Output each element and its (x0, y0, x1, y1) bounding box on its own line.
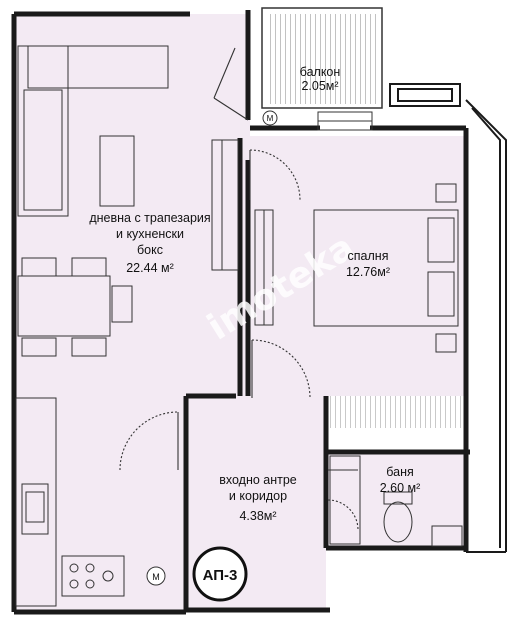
stove (61, 555, 125, 597)
hall-label: входно антре и коридор 4.38м² (219, 473, 297, 523)
svg-text:бокс: бокс (137, 243, 163, 257)
svg-text:и коридор: и коридор (229, 489, 287, 503)
outer-shell (389, 83, 507, 553)
furniture (15, 45, 463, 607)
balcony-label: балкон 2.05м² (300, 65, 341, 93)
svg-text:4.38м²: 4.38м² (239, 509, 276, 523)
bathroom-floor (326, 452, 466, 548)
sink (21, 483, 49, 535)
svg-text:дневна с трапезария: дневна с трапезария (89, 211, 210, 225)
windows (211, 111, 373, 326)
doors (119, 47, 359, 531)
svg-text:12.76м²: 12.76м² (346, 265, 390, 279)
svg-text:балкон: балкон (300, 65, 341, 79)
balcony-decking (261, 7, 383, 109)
svg-text:баня: баня (386, 465, 414, 479)
svg-text:M: M (267, 114, 274, 123)
kitchen-counter (15, 397, 57, 607)
bedroom-floor (250, 136, 466, 396)
walls (11, 10, 470, 615)
bedroom-label: спалня 12.76м² (346, 249, 390, 279)
apartment-badge: АП-3 (192, 546, 248, 602)
svg-text:входно антре: входно антре (219, 473, 297, 487)
wardrobe-hatch (330, 396, 468, 428)
shower (329, 455, 361, 545)
bed (313, 209, 459, 327)
svg-text:АП-3: АП-3 (203, 567, 238, 584)
coffee-table (99, 135, 135, 207)
bathroom-label: баня 2.60 м² (380, 465, 421, 495)
svg-text:спалня: спалня (348, 249, 389, 263)
washbasin (431, 525, 463, 547)
svg-text:2.60 м²: 2.60 м² (380, 481, 421, 495)
svg-text:и кухненски: и кухненски (116, 227, 184, 241)
toilet (383, 501, 413, 543)
meter-symbols: M M (146, 110, 278, 586)
living-room-label: дневна с трапезария и кухненски бокс 22.… (89, 211, 210, 275)
svg-text:2.05м²: 2.05м² (301, 79, 338, 93)
svg-text:22.44 м²: 22.44 м² (126, 261, 174, 275)
svg-text:M: M (152, 572, 160, 582)
dining-table (17, 275, 111, 337)
